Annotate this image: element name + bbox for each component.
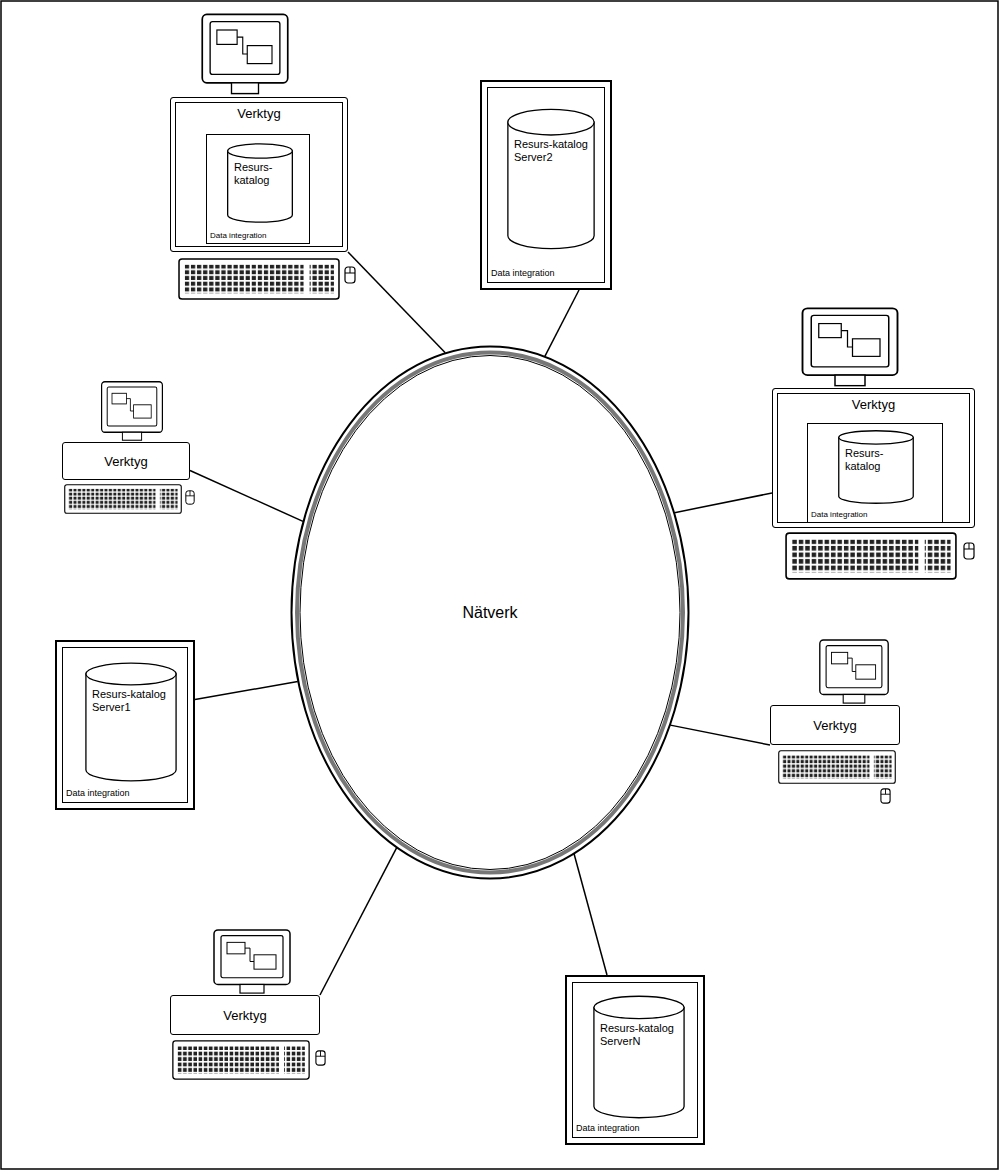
monitor-icon — [214, 930, 290, 993]
node-label: Resurs-katalog ServerN — [600, 1022, 680, 1047]
node-label: Data integration — [210, 232, 266, 241]
resource-catalog-cylinder: Resurs-katalog Server1 — [85, 662, 177, 782]
monitor-icon — [102, 382, 163, 440]
workstation-box: VerktygData integration Resurs-katalog — [170, 97, 348, 252]
data-integration-box: Data integration Resurs-katalog — [807, 423, 943, 523]
node-label: Verktyg — [852, 397, 895, 412]
node-label: Data integration — [576, 1124, 640, 1134]
server-box: Data integration Resurs-katalog ServerN — [565, 975, 705, 1145]
resource-catalog-cylinder: Resurs-katalog ServerN — [593, 995, 685, 1119]
server-box: Data integration Resurs-katalog Server1 — [55, 640, 195, 810]
network-link — [320, 848, 397, 995]
node-label: Nätverk — [462, 604, 517, 622]
network-link — [545, 290, 579, 356]
node-label: Verktyg — [813, 718, 856, 733]
workstation-box: Verktyg — [62, 442, 190, 480]
keyboard-icon — [779, 751, 896, 783]
node-label: Verktyg — [237, 106, 280, 121]
workstation-box: VerktygData integration Resurs-katalog — [772, 388, 975, 528]
network-link — [348, 252, 445, 353]
network-link — [195, 681, 298, 699]
node-label: Resurs-katalog Server1 — [92, 688, 172, 713]
node-label: Data integration — [811, 511, 867, 520]
mouse-icon — [316, 1051, 325, 1065]
cylinder-shape — [593, 995, 685, 1119]
mouse-icon — [186, 491, 194, 504]
node-label: Verktyg — [223, 1008, 266, 1023]
network-link — [190, 471, 303, 522]
resource-catalog-cylinder: Resurs-katalog Server2 — [507, 108, 595, 250]
keyboard-icon — [173, 1041, 309, 1079]
resource-catalog-cylinder: Resurs-katalog — [227, 143, 293, 223]
mouse-icon — [345, 267, 355, 283]
node-label: Resurs-katalog — [234, 161, 288, 186]
mouse-icon — [964, 543, 974, 559]
mouse-icon — [881, 789, 890, 803]
monitor-icon — [820, 640, 888, 703]
server-box: Data integration Resurs-katalog Server2 — [480, 80, 612, 290]
workstation-box: Verktyg — [770, 705, 900, 745]
keyboard-icon — [786, 533, 956, 579]
workstation-box: Verktyg — [170, 995, 320, 1035]
monitor-icon — [803, 308, 898, 385]
network-link — [574, 854, 607, 975]
data-integration-box: Data integration Resurs-katalog — [206, 134, 310, 244]
node-label: Verktyg — [104, 454, 147, 469]
network-link — [675, 493, 772, 513]
cylinder-shape — [507, 108, 595, 250]
cylinder-shape — [85, 662, 177, 782]
node-label: Data integration — [66, 789, 130, 799]
network-link — [670, 725, 770, 745]
network-ellipse: Nätverk — [290, 345, 690, 880]
node-label: Resurs-katalog Server2 — [514, 138, 590, 163]
node-label: Resurs-katalog — [845, 447, 909, 472]
keyboard-icon — [65, 485, 182, 514]
node-label: Data integration — [491, 269, 555, 279]
keyboard-icon — [179, 259, 339, 299]
monitor-icon — [202, 14, 288, 93]
resource-catalog-cylinder: Resurs-katalog — [838, 430, 914, 504]
